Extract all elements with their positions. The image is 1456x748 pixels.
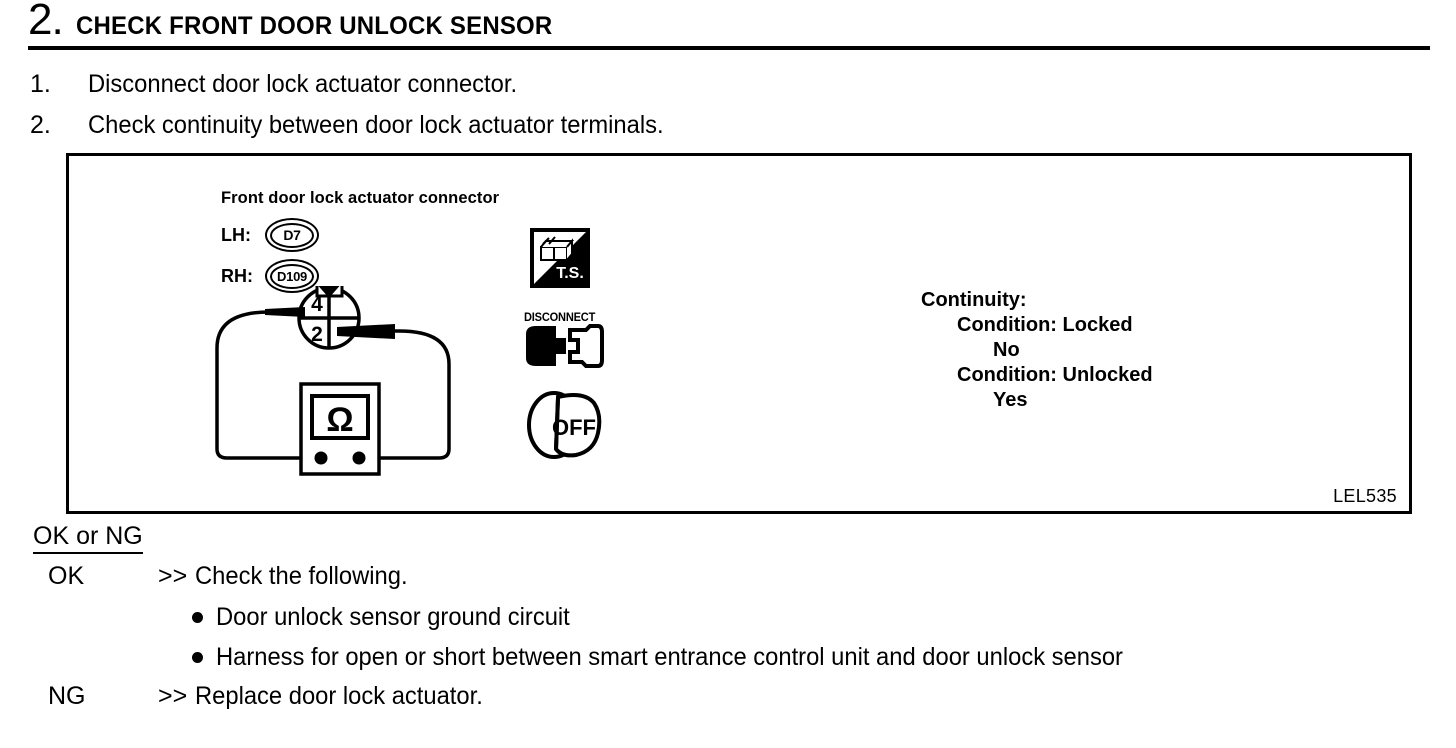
- ignition-key-blade-icon: [553, 393, 602, 458]
- result-ok-arrow: >>: [158, 562, 188, 590]
- test-lead-right: [337, 329, 451, 460]
- test-lead-left: [215, 310, 305, 460]
- ts-tool-icon: T.S.: [530, 228, 590, 288]
- connector-caption: Front door lock actuator connector: [221, 188, 500, 207]
- ignition-off-icon: OFF: [527, 391, 602, 459]
- result-ng-row: NG >> Replace door lock actuator.: [48, 682, 498, 711]
- ohm-symbol: Ω: [326, 401, 353, 439]
- terminal-number-bottom: 2: [311, 323, 323, 346]
- step-heading: 2. CHECK FRONT DOOR UNLOCK SENSOR: [28, 0, 572, 42]
- continuity-heading: Continuity:: [921, 289, 1027, 311]
- result-ok-tag: OK: [48, 562, 85, 590]
- disconnect-icon-group: DISCONNECT: [524, 310, 624, 373]
- connector-rh: RH: D109: [221, 259, 319, 293]
- connector-side-label: RH:: [221, 265, 253, 286]
- result-locked: No: [993, 339, 1020, 361]
- icon-column: T.S. DISCONNECT OFF: [524, 228, 624, 466]
- disconnect-plug-left-icon: [526, 326, 566, 366]
- result-ok-row: OK >> Check the following.: [48, 562, 419, 591]
- connector-lh: LH: D7: [221, 218, 319, 252]
- step-number: 2.: [28, 0, 64, 44]
- ts-connector-drawing-icon: [540, 238, 575, 261]
- condition-locked: Condition: Locked: [957, 314, 1133, 336]
- connector-tab-marker-icon: [315, 282, 343, 298]
- ohmmeter-display: [310, 394, 370, 440]
- connector-code: D109: [270, 263, 314, 289]
- result-ng-tag: NG: [48, 682, 86, 710]
- ok-or-ng-heading: OK or NG: [33, 522, 143, 554]
- ok-bullet-text: Harness for open or short between smart …: [216, 643, 1123, 671]
- disconnect-label: DISCONNECT: [524, 310, 596, 324]
- instruction-index: 2.: [30, 111, 51, 139]
- connector-oval-outer: D7: [265, 218, 319, 252]
- ts-spark-icon: [542, 236, 556, 245]
- ok-bullet-item: Harness for open or short between smart …: [192, 643, 1171, 672]
- connector-oval-outer: D109: [265, 259, 319, 293]
- instruction-item: 2. Check continuity between door lock ac…: [30, 111, 1130, 152]
- ignition-off-label: OFF: [552, 415, 596, 440]
- ignition-off-icon-group: OFF: [524, 389, 624, 466]
- heading-divider: [28, 46, 1430, 50]
- result-ng-text: Replace door lock actuator.: [195, 682, 484, 710]
- ignition-key-edge: [554, 398, 560, 450]
- step-title: CHECK FRONT DOOR UNLOCK SENSOR: [75, 12, 553, 40]
- bullet-dot-icon: [192, 612, 203, 623]
- connector-side-label: LH:: [221, 224, 251, 245]
- result-unlocked: Yes: [993, 389, 1028, 411]
- figure-box: Front door lock actuator connector LH: D…: [66, 153, 1412, 514]
- figure-id: LEL535: [1333, 486, 1397, 506]
- probe-tip-right-icon: [337, 324, 395, 339]
- instruction-index: 1.: [30, 70, 51, 98]
- instruction-item: 1. Disconnect door lock actuator connect…: [30, 70, 1130, 111]
- ok-bullet-item: Door unlock sensor ground circuit: [192, 603, 588, 632]
- result-ng-arrow: >>: [158, 682, 188, 710]
- instruction-text: Check continuity between door lock actua…: [88, 111, 664, 139]
- instruction-text: Disconnect door lock actuator connector.: [88, 70, 518, 98]
- ts-icon-svg: T.S.: [530, 228, 590, 288]
- ohmmeter-jack-left: [314, 451, 328, 465]
- connector-code: D7: [270, 222, 314, 248]
- condition-unlocked: Condition: Unlocked: [957, 364, 1153, 386]
- result-ok-text: Check the following.: [195, 562, 408, 590]
- disconnect-plug-right-icon: [568, 324, 604, 368]
- probe-tip-left-icon: [265, 307, 305, 317]
- bullet-dot-icon: [192, 652, 203, 663]
- terminal-number-top: 4: [311, 293, 323, 316]
- ohmmeter-jack-right: [352, 451, 366, 465]
- disconnect-icon: [526, 324, 604, 368]
- ts-icon-label: T.S.: [556, 265, 584, 282]
- continuity-results: Continuity: Condition: Locked No Conditi…: [921, 288, 1153, 413]
- instruction-list: 1. Disconnect door lock actuator connect…: [30, 70, 1130, 152]
- ok-bullet-text: Door unlock sensor ground circuit: [216, 603, 570, 631]
- continuity-test-diagram: 4 2 Ω: [209, 280, 469, 501]
- circuit-svg: 4 2 Ω: [215, 280, 451, 476]
